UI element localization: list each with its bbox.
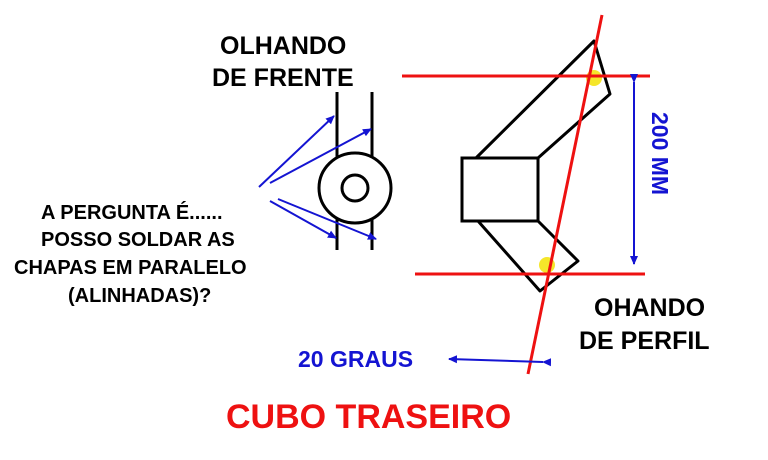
pointer-arrow-3	[269, 200, 337, 239]
front-view-label-line2: DE FRENTE	[212, 64, 354, 92]
question-line-4: (ALINHADAS)?	[68, 285, 212, 307]
angle-pointer-arrow	[448, 355, 552, 367]
upper-plate-outline	[474, 39, 612, 160]
dimension-label: 200 MM	[647, 112, 673, 196]
question-line-3: CHAPAS EM PARALELO	[14, 257, 247, 279]
diagram-title: CUBO TRASEIRO	[226, 398, 512, 436]
lower-plate-outline	[476, 219, 580, 293]
angle-label: 20 GRAUS	[298, 346, 414, 372]
pointer-arrow-2	[269, 128, 372, 184]
question-line-1: A PERGUNTA É......	[41, 202, 223, 224]
reference-lines	[402, 14, 650, 375]
hub-inner-circle	[340, 173, 370, 203]
front-view-drawing	[317, 92, 393, 250]
question-line-2: POSSO SOLDAR AS	[41, 229, 235, 251]
profile-view-drawing	[460, 39, 612, 293]
angled-reference-line	[526, 14, 604, 375]
front-view-label-line1: OLHANDO	[220, 32, 347, 60]
profile-view-label-line2: DE PERFIL	[579, 327, 710, 355]
hub-profile-body	[460, 156, 540, 223]
question-pointer-arrows	[258, 115, 377, 240]
pointer-arrow-4	[277, 198, 377, 240]
profile-view-label-line1: OHANDO	[594, 294, 706, 322]
pointer-arrow-1	[258, 115, 335, 188]
